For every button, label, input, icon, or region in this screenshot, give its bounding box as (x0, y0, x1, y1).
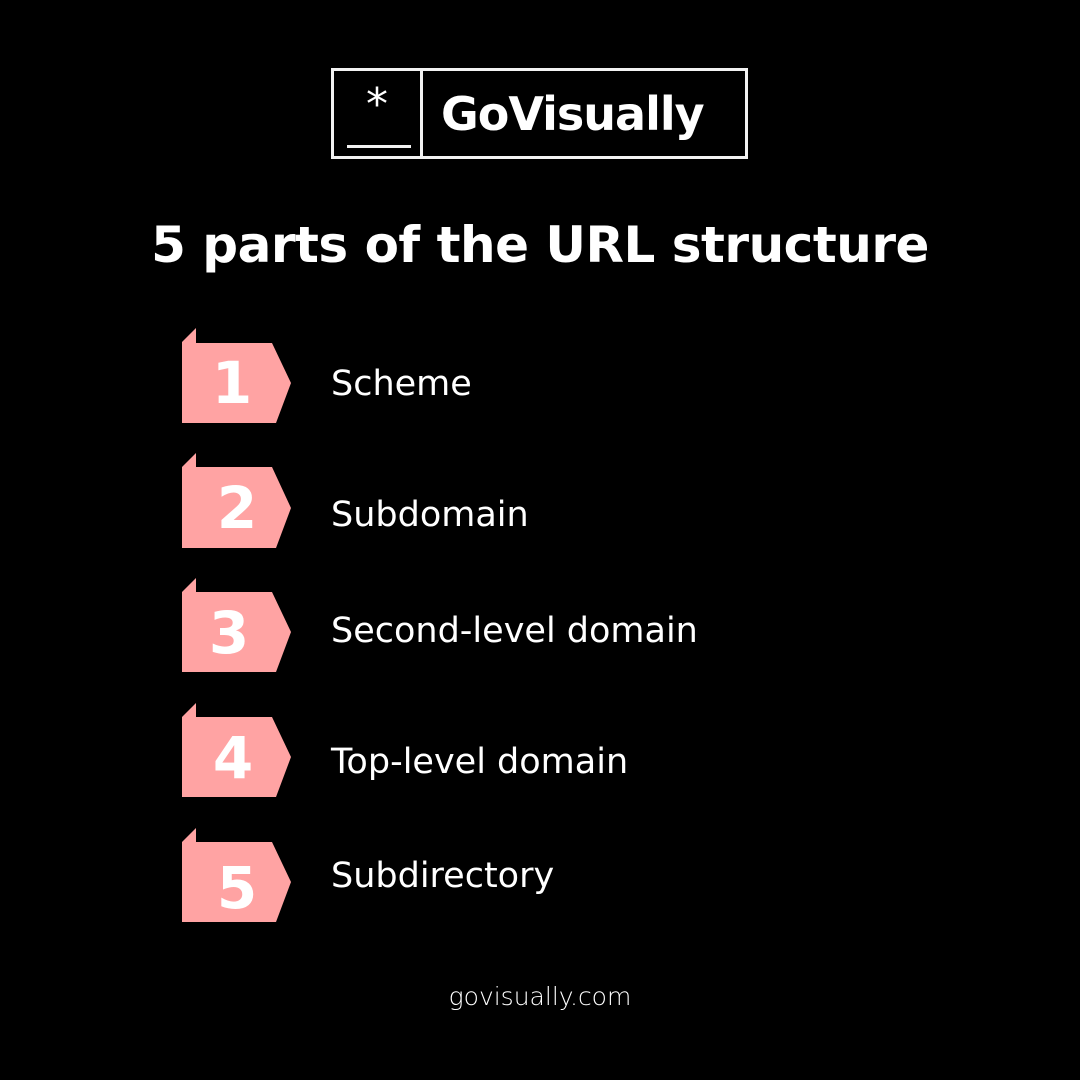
number-badge: 1 (182, 328, 292, 424)
item-number: 1 (211, 349, 253, 417)
brand-name: GoVisually (441, 86, 705, 141)
item-number: 2 (216, 474, 258, 542)
number-badge: 4 (182, 703, 292, 799)
website-link[interactable]: govisually.com (448, 982, 632, 1011)
item-number: 3 (208, 599, 250, 667)
logo-underline (347, 145, 411, 148)
brand-logo: * GoVisually (331, 68, 748, 159)
item-label: Scheme (331, 364, 472, 404)
arrow-tag-icon (182, 703, 291, 797)
item-label: Subdirectory (331, 856, 555, 896)
item-number: 4 (212, 724, 254, 792)
asterisk-icon: * (366, 79, 388, 130)
item-label: Second-level domain (331, 611, 698, 651)
page-title: 5 parts of the URL structure (151, 216, 929, 274)
list-item: 1 Scheme (182, 328, 882, 424)
list-item: 2 Subdomain (182, 453, 882, 549)
list-item: 3 Second-level domain (182, 578, 882, 674)
item-number: 5 (216, 854, 258, 922)
list-item: 5 Subdirectory (182, 828, 882, 924)
arrow-tag-icon (182, 328, 291, 423)
number-badge: 2 (182, 453, 292, 549)
number-badge: 3 (182, 578, 292, 674)
arrow-tag-icon (182, 828, 291, 922)
logo-mark: * (334, 71, 423, 156)
arrow-tag-icon (182, 578, 291, 672)
number-badge: 5 (182, 828, 292, 924)
list-item: 4 Top-level domain (182, 703, 882, 799)
item-label: Top-level domain (331, 742, 629, 782)
arrow-tag-icon (182, 453, 291, 548)
item-label: Subdomain (331, 495, 529, 535)
